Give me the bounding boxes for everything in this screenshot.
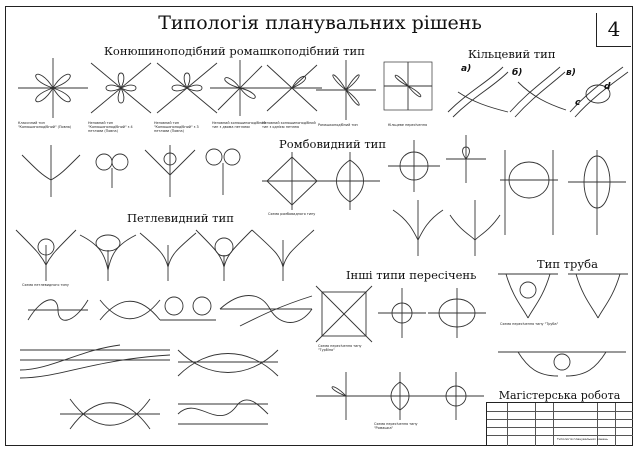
- ring-variant-c: в): [566, 68, 576, 78]
- diamond-scheme-1: [21, 145, 81, 197]
- cloverleaf-diagonal-diagram: [90, 62, 152, 114]
- stamp-subtitle: Типологія планувальних рішень: [557, 437, 608, 441]
- ring-scheme-2: [446, 135, 486, 183]
- sheet-number: 4: [596, 13, 631, 47]
- stamp-title: Магістерська робота: [498, 389, 621, 402]
- cloverleaf-two-loop-diagram: [210, 60, 270, 116]
- ring-oval-diagram: [568, 150, 626, 235]
- caption-cloverleaf-full: Класичний тип "Конюшиноподібний" (Повна): [18, 121, 72, 129]
- daisy-type-diagram: [316, 60, 376, 120]
- loop-scheme-7: [99, 299, 161, 321]
- caption-cloverleaf-4: Неповний тип "Конюшиноподібний" з 4 петл…: [88, 121, 133, 133]
- other-scheme-3: [428, 372, 484, 420]
- diamond-main-diagram: [262, 152, 322, 210]
- square-intersection-diagram: [315, 285, 373, 343]
- caption-turbine: Схема пересічення типу "Турбіна": [318, 344, 362, 352]
- pipe-scheme-2: [568, 273, 628, 319]
- caption-daisy-2: Схема пересічення типу "Ромашка": [374, 422, 418, 430]
- star-intersection-diagram: [428, 288, 486, 338]
- loop-scheme-8: [160, 296, 216, 321]
- pipe-scheme-1: [498, 273, 558, 319]
- title-block: Типологія планувальних рішень: [486, 402, 633, 446]
- caption-cloverleaf-3: Неповний тип "Конюшиноподібний" з 3 петл…: [154, 121, 199, 133]
- other-scheme-2: [372, 372, 428, 420]
- ring-variant-d: d: [604, 82, 611, 92]
- ring-scheme-3: [392, 200, 444, 256]
- ring-scheme-4: [449, 200, 501, 256]
- turbine-intersection-diagram: [378, 288, 426, 338]
- ring-scheme-1: [388, 140, 440, 192]
- section-other: Інші типи пересічень: [346, 268, 477, 282]
- cloverleaf-full-diagram: [18, 58, 88, 118]
- loop-scheme-6: [27, 299, 89, 321]
- caption-diamond: Схема ромбовидного типу: [268, 212, 316, 216]
- section-loop: Петлевидний тип: [127, 211, 234, 225]
- ring-turbine-diagram: [500, 150, 558, 235]
- ring-variants-diagram: [447, 66, 629, 118]
- ring-variant-cc: c: [575, 98, 581, 108]
- loop-scheme-small: [95, 153, 129, 188]
- loop-scheme-2: [79, 234, 137, 281]
- cloverleaf-three-loop-diagram: [156, 62, 218, 114]
- loop-scheme-1: [15, 229, 77, 281]
- turbine-scheme-diagram: [60, 398, 160, 430]
- page-title: Типологія планувальних рішень: [158, 12, 482, 34]
- caption-loop: Схема петлевидного типу: [22, 283, 69, 287]
- loop-scheme-4: [195, 229, 253, 281]
- other-scheme-1: [316, 372, 376, 420]
- loop-scheme-5: [251, 229, 315, 281]
- weave-scheme-diagram: [177, 399, 269, 425]
- caption-ring: Кільцеве пересічення: [388, 123, 427, 127]
- loop-scheme-3: [139, 232, 197, 281]
- section-ring: Кільцевий тип: [468, 47, 556, 61]
- diamond-variant-diagram: [320, 152, 380, 210]
- caption-cloverleaf-1: Неповний конюшиноподібний тип з однією п…: [262, 121, 316, 129]
- caption-pipe: Схема пересічення типу "Труба": [500, 322, 559, 326]
- loop-scheme-9: [219, 295, 313, 327]
- section-cloverleaf: Конюшиноподібний ромашкоподібний тип: [104, 44, 365, 58]
- caption-daisy: Ромашкоподібний тип: [318, 123, 358, 127]
- section-diamond: Ромбовидний тип: [279, 137, 387, 151]
- sheet-frame: [5, 6, 633, 446]
- ring-variant-a: а): [461, 64, 472, 74]
- bridge-junction-diagram: [177, 349, 279, 377]
- multilevel-junction-diagram: [19, 344, 171, 379]
- diamond-scheme-3: [205, 148, 241, 195]
- pipe-scheme-3: [498, 351, 626, 377]
- cloverleaf-one-loop-diagram: [262, 64, 322, 112]
- diamond-scheme-2: [144, 145, 196, 197]
- ring-variant-b: б): [512, 68, 523, 78]
- caption-cloverleaf-2: Неповний конюшиноподібний тип з двома пе…: [212, 121, 266, 129]
- partial-daisy-diagram: [383, 61, 433, 111]
- section-pipe: Тип труба: [537, 257, 598, 271]
